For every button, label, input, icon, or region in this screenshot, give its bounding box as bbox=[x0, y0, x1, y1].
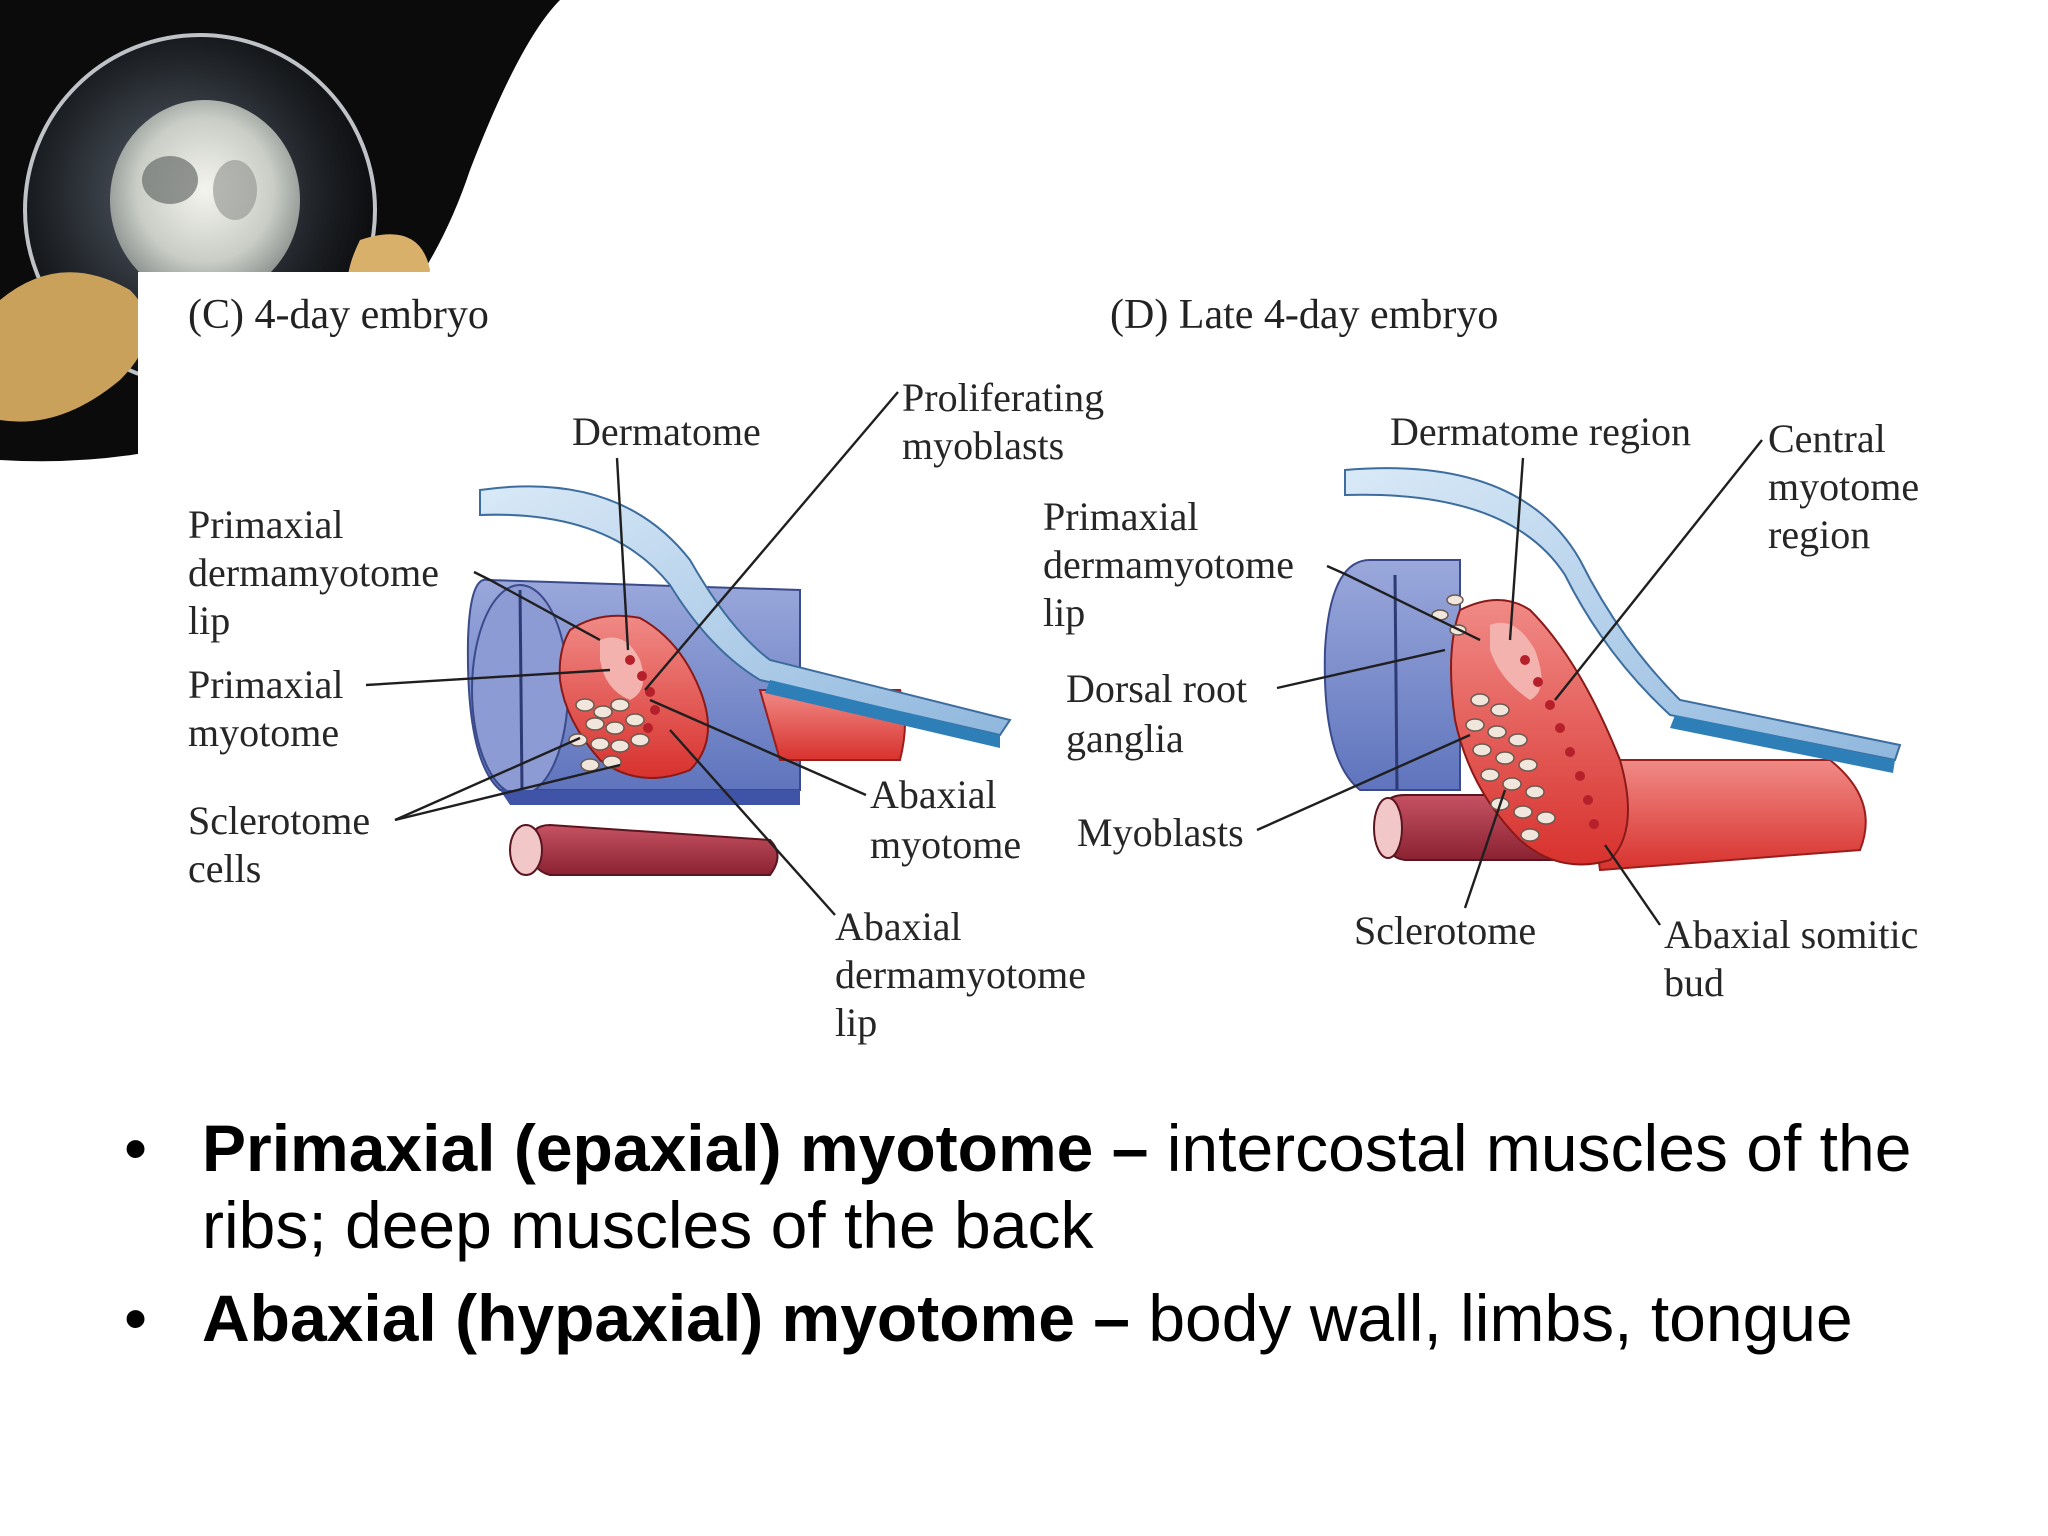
leader-dermatome-region bbox=[1508, 457, 1525, 641]
label-primaxial-myo-2: myotome bbox=[188, 710, 339, 755]
label-central-2: myotome bbox=[1768, 464, 1919, 509]
leader-abaxial-myo bbox=[649, 698, 867, 797]
label-drg-1: Dorsal root bbox=[1066, 666, 1247, 711]
label-d-primaxial-lip-3: lip bbox=[1043, 590, 1085, 635]
leader-sclerotome-d bbox=[1463, 789, 1507, 909]
label-proliferating-2: myoblasts bbox=[902, 423, 1064, 468]
label-sclerotome-1: Sclerotome bbox=[188, 798, 370, 843]
label-abaxial-lip-1: Abaxial bbox=[835, 904, 962, 949]
label-primaxial-lip-3: lip bbox=[188, 598, 230, 643]
label-central-3: region bbox=[1768, 512, 1870, 557]
panel-d-title: (D) Late 4-day embryo bbox=[1110, 292, 1498, 338]
leader-central-myotome bbox=[1554, 439, 1763, 701]
label-myoblasts: Myoblasts bbox=[1077, 810, 1244, 855]
bullet-abaxial: • Abaxial (hypaxial) myotome – body wall,… bbox=[120, 1280, 1980, 1357]
leader-abaxial-bud bbox=[1604, 844, 1661, 926]
label-dermatome: Dermatome bbox=[572, 409, 761, 454]
label-d-primaxial-lip-2: dermamyotome bbox=[1043, 542, 1294, 587]
leader-dermatome bbox=[615, 457, 630, 651]
label-drg-2: ganglia bbox=[1066, 716, 1184, 761]
figure-background bbox=[138, 272, 2048, 1072]
label-central-1: Central bbox=[1768, 416, 1886, 461]
bullet-symbol: • bbox=[124, 1281, 148, 1355]
panel-c-labels: Dermatome Proliferating myoblasts Primax… bbox=[188, 375, 1104, 1045]
label-abaxial-bud-1: Abaxial somitic bbox=[1664, 912, 1918, 957]
label-dermatome-region: Dermatome region bbox=[1390, 409, 1691, 454]
leader-primaxial-myo bbox=[365, 668, 611, 687]
label-primaxial-myo-1: Primaxial bbox=[188, 662, 344, 707]
panel-d-drawing bbox=[1323, 467, 1902, 872]
leader-primaxial-lip bbox=[473, 570, 601, 642]
leader-d-primaxial-lip bbox=[1326, 564, 1481, 642]
leader-proliferating bbox=[644, 391, 899, 691]
bullet-symbol: • bbox=[124, 1111, 148, 1185]
label-abaxial-myo-2: myotome bbox=[870, 822, 1021, 867]
bullet-term-primaxial: Primaxial (epaxial) myotome – bbox=[202, 1111, 1167, 1185]
panel-c-drawing bbox=[466, 485, 1012, 876]
myotome-diagram: (C) 4-day embryo (D) Late 4-day embryo bbox=[138, 272, 2048, 1072]
label-abaxial-bud-2: bud bbox=[1664, 960, 1724, 1005]
label-abaxial-lip-3: lip bbox=[835, 1000, 877, 1045]
bullet-term-abaxial: Abaxial (hypaxial) myotome – bbox=[202, 1281, 1149, 1355]
leader-sclerotome-a bbox=[394, 736, 581, 822]
bullet-list: • Primaxial (epaxial) myotome – intercost… bbox=[120, 1110, 1980, 1373]
label-proliferating-1: Proliferating bbox=[902, 375, 1104, 420]
leader-myoblasts bbox=[1256, 733, 1471, 832]
label-d-primaxial-lip-1: Primaxial bbox=[1043, 494, 1199, 539]
label-abaxial-myo-1: Abaxial bbox=[870, 772, 997, 817]
leader-drg bbox=[1276, 648, 1446, 690]
bullet-primaxial: • Primaxial (epaxial) myotome – intercost… bbox=[120, 1110, 1980, 1264]
label-primaxial-lip-2: dermamyotome bbox=[188, 550, 439, 595]
label-sclerotome-2: cells bbox=[188, 846, 261, 891]
leader-sclerotome-b bbox=[394, 763, 621, 822]
panel-d-labels: Dermatome region Central myotome region … bbox=[1043, 409, 1919, 1005]
bullet-text-primaxial: intercostal muscles of the ribs; deep mu… bbox=[202, 1111, 1912, 1262]
panel-c-title: (C) 4-day embryo bbox=[188, 292, 489, 338]
leader-abaxial-lip bbox=[669, 729, 836, 916]
label-primaxial-lip-1: Primaxial bbox=[188, 502, 344, 547]
label-sclerotome-d: Sclerotome bbox=[1354, 908, 1536, 953]
label-abaxial-lip-2: dermamyotome bbox=[835, 952, 1086, 997]
bullet-text-abaxial: body wall, limbs, tongue bbox=[1148, 1281, 1853, 1355]
